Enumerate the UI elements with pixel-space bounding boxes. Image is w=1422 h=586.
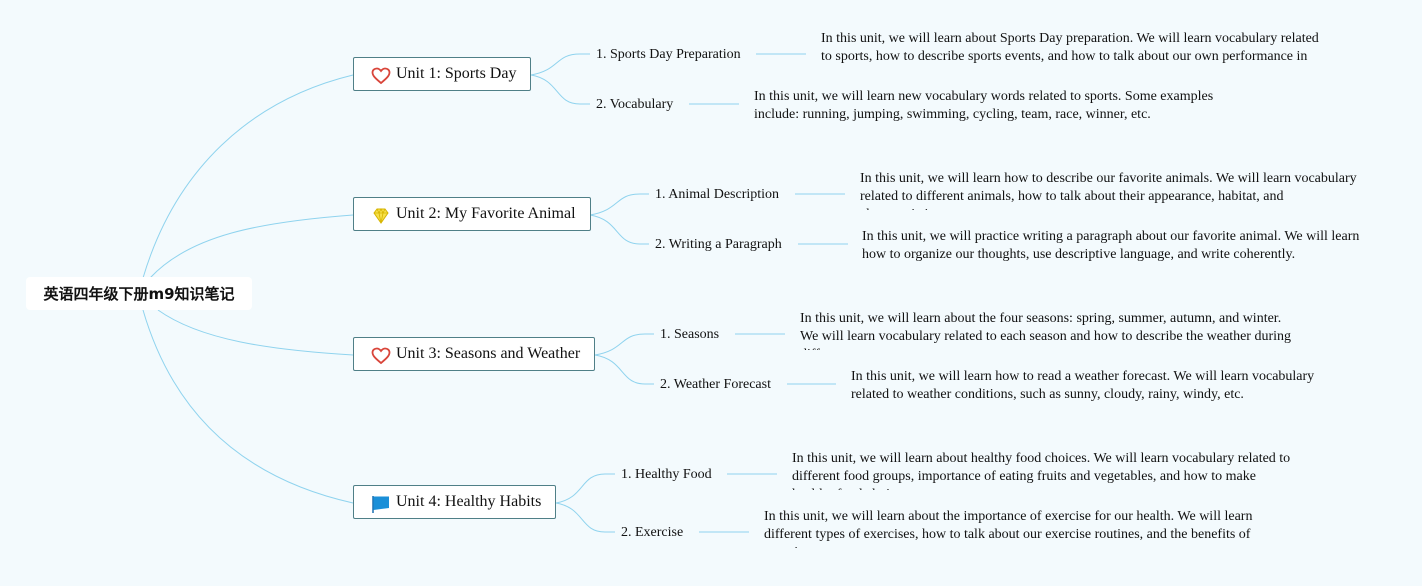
unit-2-title: Unit 2: My Favorite Animal <box>396 205 576 222</box>
unit-1-topic-2[interactable]: 2. Vocabulary <box>596 97 674 112</box>
unit-2-node[interactable]: Unit 2: My Favorite Animal <box>353 197 591 231</box>
unit-4-topic-1-description: In this unit, we will learn about health… <box>792 451 1291 490</box>
unit-2-topic-1[interactable]: 1. Animal Description <box>655 187 780 202</box>
heart-icon <box>371 66 391 86</box>
unit-3-topic-1[interactable]: 1. Seasons <box>660 327 720 342</box>
connector-unit-4-topic-1 <box>555 473 615 504</box>
root-topic[interactable]: 英语四年级下册m9知识笔记 <box>26 277 252 310</box>
unit-4-node[interactable]: Unit 4: Healthy Habits <box>353 485 557 519</box>
unit-2-topic-1-description: In this unit, we will learn how to descr… <box>860 171 1357 210</box>
connector-unit-1-topic-1 <box>530 53 590 76</box>
heart-icon <box>371 346 391 366</box>
connector-root-unit-2 <box>149 214 354 279</box>
unit-1-topic-1-description: In this unit, we will learn about Sports… <box>821 31 1319 70</box>
unit-3-topic-2[interactable]: 2. Weather Forecast <box>660 377 771 392</box>
unit-1-topic-2-description: In this unit, we will learn new vocabula… <box>754 89 1214 122</box>
unit-3-node[interactable]: Unit 3: Seasons and Weather <box>353 337 596 371</box>
connector-root-unit-4 <box>142 309 354 504</box>
unit-2-topic-2-description: In this unit, we will practice writing a… <box>862 229 1360 262</box>
root-topic-title: 英语四年级下册m9知识笔记 <box>43 285 235 303</box>
unit-3-title: Unit 3: Seasons and Weather <box>396 345 581 362</box>
connector-root-unit-1 <box>142 74 354 279</box>
unit-4-topic-2-description: In this unit, we will learn about the im… <box>764 509 1253 548</box>
connector-unit-3-topic-2 <box>594 354 654 385</box>
connector-unit-2-topic-2 <box>589 214 649 245</box>
unit-1-node[interactable]: Unit 1: Sports Day <box>353 57 532 91</box>
connector-root-unit-3 <box>157 309 354 356</box>
gem-icon <box>371 206 391 226</box>
connector-unit-2-topic-1 <box>589 193 649 216</box>
unit-4-title: Unit 4: Healthy Habits <box>396 493 542 510</box>
unit-4-topic-2[interactable]: 2. Exercise <box>621 525 684 540</box>
unit-2-topic-2[interactable]: 2. Writing a Paragraph <box>655 237 782 252</box>
unit-1-topic-1[interactable]: 1. Sports Day Preparation <box>596 47 741 62</box>
connector-unit-4-topic-2 <box>555 502 615 533</box>
unit-4-topic-1[interactable]: 1. Healthy Food <box>621 467 712 482</box>
connector-unit-3-topic-1 <box>594 333 654 356</box>
unit-3-topic-1-description: In this unit, we will learn about the fo… <box>800 311 1292 350</box>
unit-1-title: Unit 1: Sports Day <box>396 65 517 82</box>
flag-icon <box>371 494 391 514</box>
connector-unit-1-topic-2 <box>530 74 590 105</box>
unit-3-topic-2-description: In this unit, we will learn how to read … <box>851 369 1315 402</box>
